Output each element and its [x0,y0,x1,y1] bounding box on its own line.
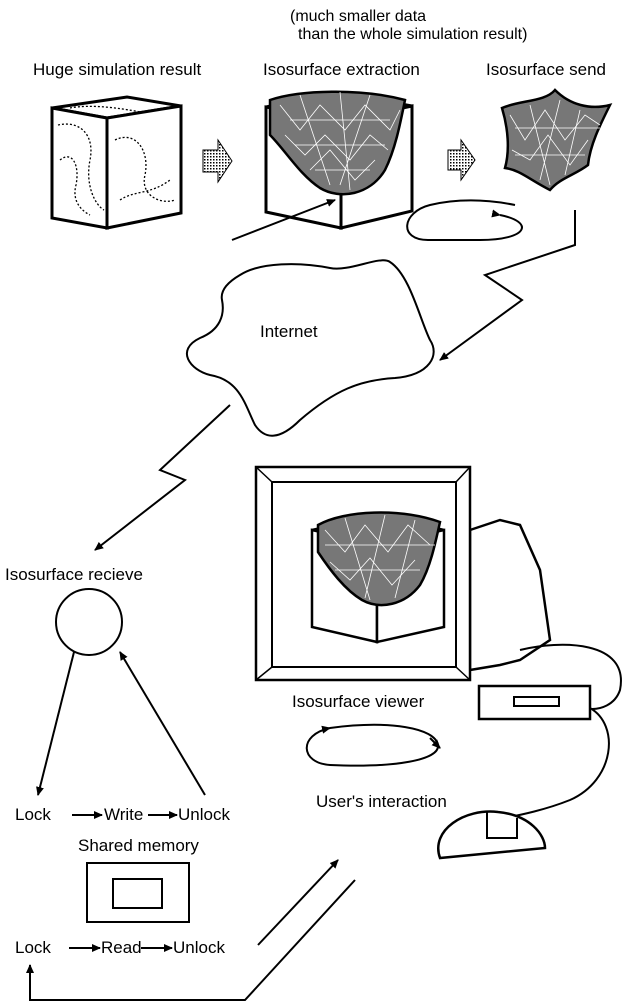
label-isosurface-receive: Isosurface recieve [5,565,143,584]
extraction-cube [264,90,414,230]
simulation-cube [50,95,183,230]
cycle-loop-send [406,199,523,241]
label-unlock-read: Unlock [173,938,225,957]
internet-to-receive-arrow [94,404,231,551]
receive-circle [55,588,123,656]
label-unlock-write: Unlock [178,805,230,824]
extraction-input-arrow [231,199,336,241]
process-arrow-2 [447,138,476,182]
viewer-cube [310,511,446,644]
keyboard [477,684,592,721]
label-isosurface-viewer: Isosurface viewer [292,692,425,711]
unlock-to-viewer-arrow [257,859,339,946]
receive-to-lock-arrow [36,651,75,796]
note-line-2: than the whole simulation result) [298,26,528,43]
interaction-loop-head [429,737,441,749]
internet-cloud [186,259,435,437]
label-lock-write: Lock [15,805,51,824]
label-lock-read: Lock [15,938,51,957]
interaction-loop [305,723,439,767]
label-read: Read [101,938,142,957]
shared-memory-box [86,862,190,923]
unlock-to-receive-arrow [119,651,206,796]
label-isosurface-send: Isosurface send [486,60,607,79]
cable [504,643,622,819]
send-mesh [500,88,613,192]
note-line-1: (much smaller data [290,8,427,25]
label-internet: Internet [260,322,318,341]
feedback-arrow-to-lock [26,879,356,1001]
label-huge-simulation: Huge simulation result [33,60,202,79]
mouse [437,810,547,860]
label-write: Write [104,805,144,824]
send-to-internet-arrow [439,210,576,361]
process-arrow-1 [202,138,233,184]
label-shared-memory: Shared memory [78,836,199,855]
label-isosurface-extraction: Isosurface extraction [263,60,420,79]
label-users-interaction: User's interaction [316,792,447,811]
